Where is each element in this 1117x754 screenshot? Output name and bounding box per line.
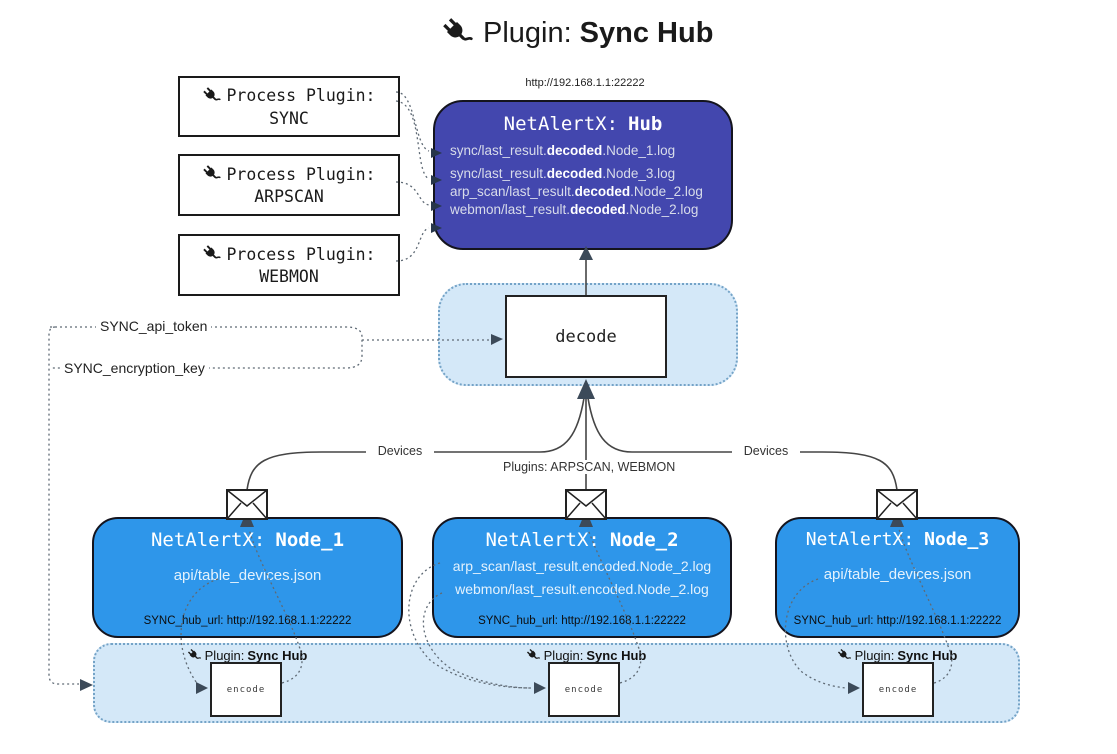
node-hub-url: SYNC_hub_url: http://192.168.1.1:22222 xyxy=(143,615,352,627)
node-file: api/table_devices.json xyxy=(823,566,972,583)
hub-url: http://192.168.1.1:22222 xyxy=(525,77,645,89)
plug-icon xyxy=(203,86,222,101)
config-encryption-key: SYNC_encryption_key xyxy=(60,360,209,376)
process-plugin-label: Process Plugin: xyxy=(226,164,376,184)
plug-icon xyxy=(203,165,222,179)
edge-label-plugins: Plugins: ARPSCAN, WEBMON xyxy=(500,460,678,474)
node-file: webmon/last_result.encoded.Node_2.log xyxy=(455,581,709,597)
node-title: NetAlertX:Node_3 xyxy=(805,529,990,550)
hub-title-prefix: NetAlertX: xyxy=(503,113,619,135)
node-hub-url: SYNC_hub_url: http://192.168.1.1:22222 xyxy=(478,615,686,627)
hub-box: NetAlertX: Hub sync/last_result.decoded.N… xyxy=(433,100,733,250)
envelope-icon xyxy=(226,489,268,520)
hub-log-line: arp_scan/last_result.decoded.Node_2.log xyxy=(450,184,703,199)
page-title: Plugin: Sync Hub xyxy=(441,16,713,50)
hub-log-line: sync/last_result.decoded.Node_3.log xyxy=(450,166,676,181)
edge-label-devices-right: Devices xyxy=(732,444,800,458)
plug-icon xyxy=(526,648,540,659)
hub-log-line: sync/last_result.decoded.Node_1.log xyxy=(450,143,676,158)
plug-icon xyxy=(187,648,201,659)
encode-box: encode xyxy=(210,662,282,717)
node-title: NetAlertX:Node_2 xyxy=(485,529,679,551)
process-plugin-arpscan: Process Plugin: ARPSCAN xyxy=(178,154,400,216)
node-2-box: NetAlertX:Node_2 arp_scan/last_result.en… xyxy=(432,517,732,638)
node-file: arp_scan/last_result.encoded.Node_2.log xyxy=(452,558,712,574)
hub-log-line: webmon/last_result.decoded.Node_2.log xyxy=(450,202,699,217)
process-plugin-name: ARPSCAN xyxy=(254,187,324,206)
plug-icon xyxy=(203,245,222,259)
encode-box: encode xyxy=(862,662,934,717)
plug-icon xyxy=(443,18,473,41)
process-plugin-sync: Process Plugin: SYNC xyxy=(178,76,400,137)
node-file: api/table_devices.json xyxy=(173,567,322,584)
process-plugin-name: WEBMON xyxy=(259,267,319,286)
node-hub-url: SYNC_hub_url: http://192.168.1.1:22222 xyxy=(793,615,1002,627)
config-api-token: SYNC_api_token xyxy=(96,318,212,334)
edge-label-devices-left: Devices xyxy=(366,444,434,458)
process-plugin-webmon: Process Plugin: WEBMON xyxy=(178,234,400,296)
decode-box: decode xyxy=(505,295,667,378)
encode-box: encode xyxy=(548,662,620,717)
title-name: Sync Hub xyxy=(579,16,714,49)
title-prefix: Plugin: xyxy=(483,16,572,49)
process-plugin-name: SYNC xyxy=(269,108,309,128)
hub-title-name: Hub xyxy=(628,113,663,135)
node-3-box: NetAlertX:Node_3 api/table_devices.json … xyxy=(775,517,1020,638)
process-plugin-label: Process Plugin: xyxy=(226,244,376,264)
hub-title: NetAlertX: Hub xyxy=(435,113,731,135)
plug-icon xyxy=(837,648,851,659)
envelope-icon xyxy=(876,489,918,520)
envelope-icon xyxy=(565,489,607,520)
process-plugin-label: Process Plugin: xyxy=(226,86,376,105)
node-title: NetAlertX:Node_1 xyxy=(150,529,345,551)
node-1-box: NetAlertX:Node_1 api/table_devices.json … xyxy=(92,517,403,638)
